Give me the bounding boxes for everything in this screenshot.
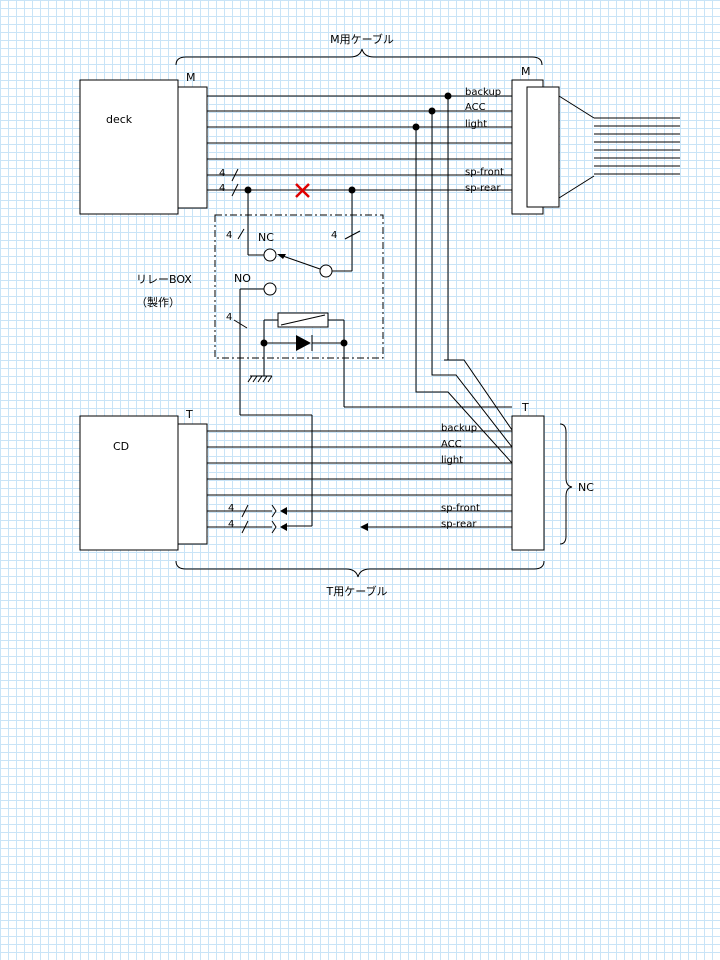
t-signal-light: light (441, 455, 463, 466)
t-signal-acc: ACC (441, 439, 462, 450)
cd-label: CD (113, 440, 129, 453)
relay-nc-wire (247, 190, 264, 256)
m-signal-backup: backup (465, 87, 501, 98)
t-connector-right-label: T (521, 401, 529, 414)
coil-junction-right (340, 339, 348, 347)
relay-nc-count: 4 (226, 230, 232, 241)
ground-icon (247, 375, 273, 383)
m-rear-count: 4 (219, 183, 225, 194)
relay-box-label: リレーBOX (136, 273, 192, 286)
relay-no-count: 4 (226, 312, 232, 323)
t-signal-sp-rear: sp-rear (441, 519, 477, 530)
vehicle-t-connector (511, 415, 545, 551)
t-rear-count: 4 (228, 519, 234, 530)
relay-com-count: 4 (331, 230, 337, 241)
relay-box-outline (214, 214, 384, 359)
m-signal-sp-rear: sp-rear (465, 183, 501, 194)
m-front-count: 4 (219, 168, 225, 179)
m-cable-label: M用ケーブル (330, 32, 394, 46)
vehicle-m-plug (526, 86, 560, 208)
cd-t-connector (177, 423, 208, 545)
cut-mark-icon (295, 183, 310, 198)
no-contact (263, 282, 277, 296)
nc-bracket (559, 423, 573, 545)
common-contact (319, 264, 333, 278)
m-connector-left-label: M (186, 71, 196, 84)
coil-circuit-wires (263, 319, 512, 408)
m-signal-light: light (465, 119, 487, 130)
deck-label: deck (106, 113, 133, 126)
relay-no-count-tick (233, 319, 248, 329)
relay-coil-icon (277, 312, 329, 328)
t-cable-label: T用ケーブル (325, 584, 387, 598)
t-harness-wires (207, 430, 512, 528)
relay-com-wire (332, 190, 353, 272)
t-cable-brace (175, 560, 545, 578)
t-connector-left-label: T (185, 408, 193, 421)
diode-icon (296, 335, 313, 351)
m-signal-sp-front: sp-front (465, 167, 504, 178)
deck-unit (79, 79, 179, 215)
relay-com-count-tick (344, 230, 361, 240)
m-signal-acc: ACC (465, 102, 486, 113)
no-contact-label: NO (234, 272, 251, 285)
t-signal-sp-front: sp-front (441, 503, 480, 514)
t-wire-count-ticks (241, 504, 249, 534)
t-rear-open-line (360, 523, 512, 531)
deck-m-connector (177, 86, 208, 209)
switch-arm-icon (277, 254, 321, 270)
relay-no-wire (239, 288, 313, 527)
vehicle-harness-fanout (558, 95, 680, 199)
m-harness-wires (207, 95, 512, 191)
m-connector-right-label: M (521, 65, 531, 78)
t-front-count: 4 (228, 503, 234, 514)
coil-junction-left (260, 339, 268, 347)
nc-contact (263, 248, 277, 262)
relay-nc-count-tick (237, 228, 245, 240)
cd-unit (79, 415, 179, 551)
plug-receptacle-icon (271, 504, 287, 534)
t-signal-backup: backup (441, 423, 477, 434)
nc-bracket-label: NC (578, 481, 594, 494)
m-wire-count-ticks (231, 168, 239, 197)
nc-contact-label: NC (258, 231, 274, 244)
m-cable-brace (175, 48, 543, 66)
bypass-wires (415, 96, 513, 464)
relay-box-note: （製作） (136, 295, 180, 309)
